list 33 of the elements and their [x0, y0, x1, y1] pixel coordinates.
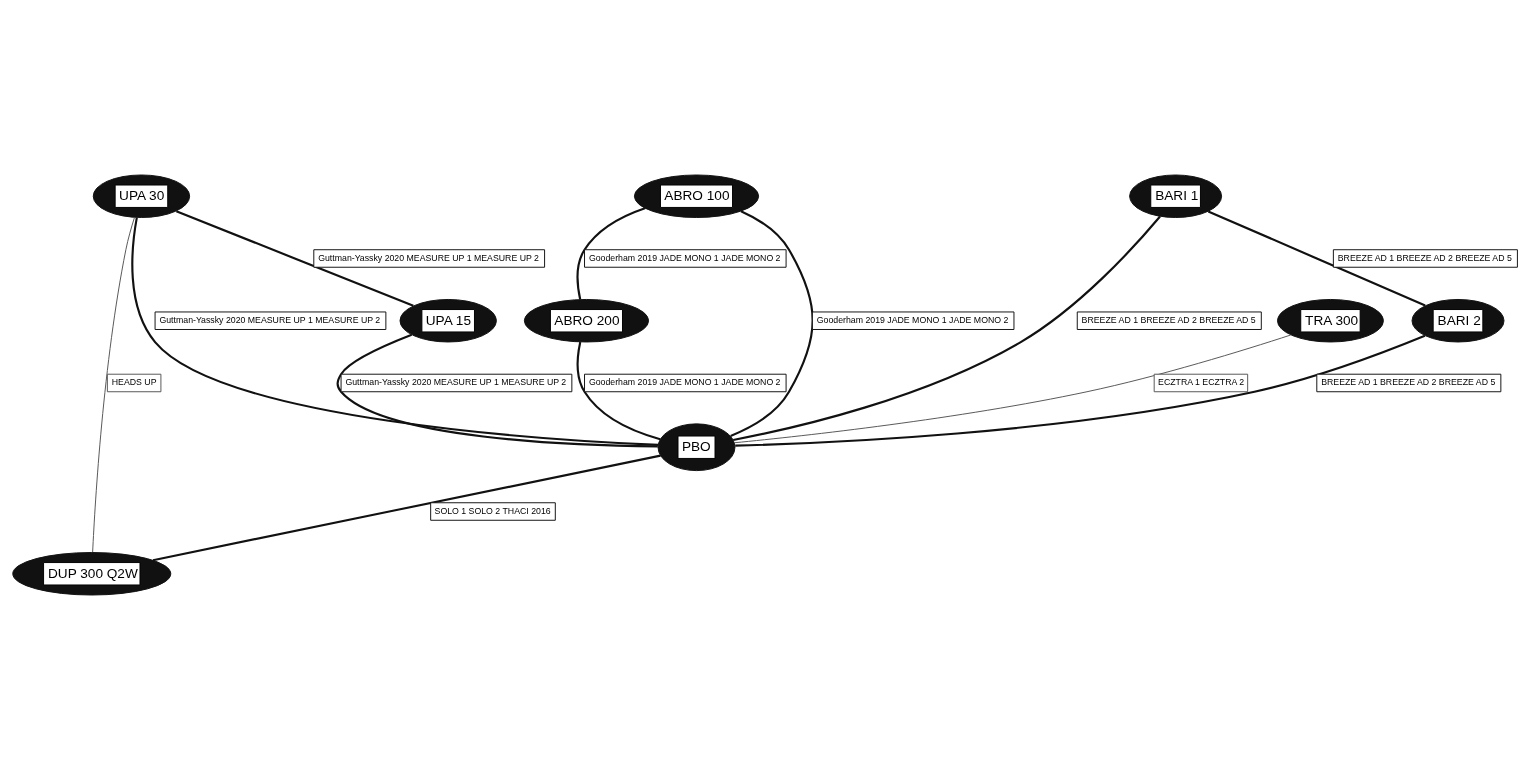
node-ellipse: UPA 15 — [399, 298, 497, 343]
node-ellipse: ABRO 200 — [523, 298, 650, 343]
node-ellipse: PBO — [657, 423, 736, 472]
node-ellipse: DUP 300 Q2W — [12, 552, 172, 596]
connector — [131, 217, 659, 446]
edge-label: Guttman-Yassky 2020 MEASURE UP 1 MEASURE UP 2 — [318, 252, 539, 263]
node-ellipse: ABRO 100 — [633, 174, 760, 218]
node-ellipse: BARI 2 — [1411, 298, 1505, 343]
connector — [730, 210, 814, 437]
connector — [735, 334, 1426, 447]
edge-label: BREEZE AD 1 BREEZE AD 2 BREEZE AD 5 — [1081, 314, 1256, 325]
edge-label: BREEZE AD 1 BREEZE AD 2 BREEZE AD 5 — [1337, 252, 1512, 263]
node-ellipse: TRA 300 — [1277, 298, 1384, 343]
edge-label: BREEZE AD 1 BREEZE AD 2 BREEZE AD 5 — [1321, 377, 1496, 388]
connector — [1207, 210, 1426, 307]
connector — [733, 215, 1161, 441]
connector — [576, 341, 661, 441]
connector — [734, 334, 1292, 444]
edge-label: HEADS UP — [111, 377, 157, 388]
edge-label: Gooderham 2019 JADE MONO 1 JADE MONO 2 — [588, 252, 781, 263]
edge-label: SOLO 1 SOLO 2 THACI 2016 — [434, 505, 551, 516]
edge-label: Gooderham 2019 JADE MONO 1 JADE MONO 2 — [816, 314, 1009, 325]
connector — [152, 454, 661, 562]
connector — [175, 210, 414, 307]
connector — [576, 207, 646, 300]
edge-label: Gooderham 2019 JADE MONO 1 JADE MONO 2 — [588, 377, 781, 388]
edge-label: ECZTRA 1 ECZTRA 2 — [1158, 377, 1245, 388]
edge-label: Guttman-Yassky 2020 MEASURE UP 1 MEASURE UP 2 — [159, 314, 381, 325]
connector — [92, 216, 135, 553]
edge-label: Guttman-Yassky 2020 MEASURE UP 1 MEASURE UP 2 — [345, 377, 567, 388]
node-ellipse: BARI 1 — [1129, 174, 1223, 218]
node-ellipse: UPA 30 — [92, 174, 191, 218]
connector — [336, 333, 658, 448]
